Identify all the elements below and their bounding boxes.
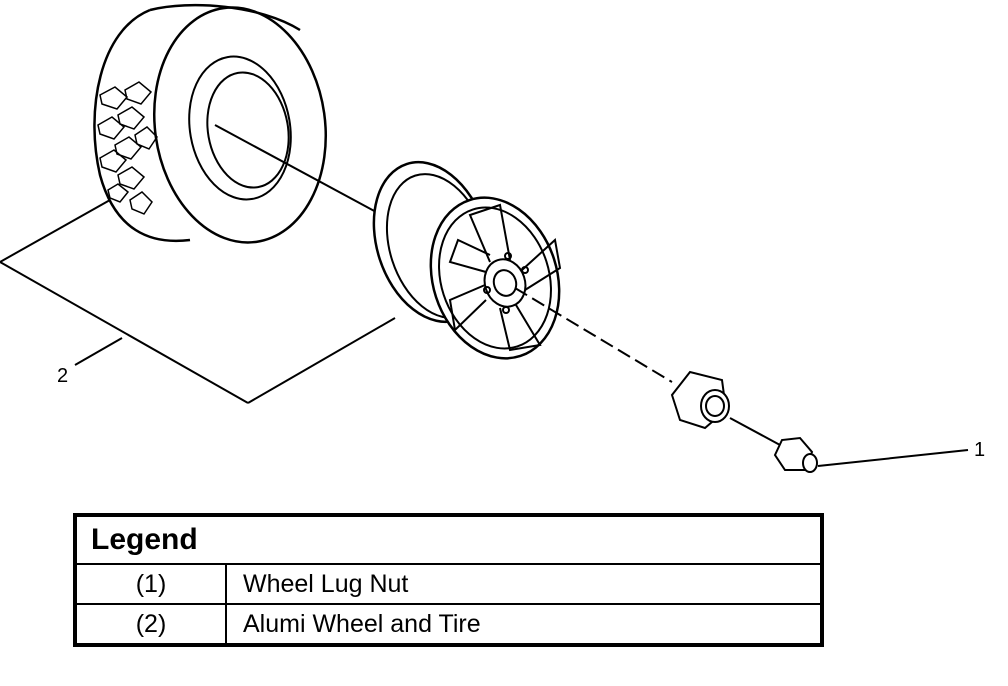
tire — [93, 3, 328, 244]
axis-line — [214, 124, 379, 214]
legend-header-row: Legend — [74, 514, 823, 565]
center-cap — [670, 370, 730, 430]
legend-row-number: (1) — [74, 563, 227, 605]
legend-title: Legend — [74, 514, 823, 565]
legend-row-description: Wheel Lug Nut — [225, 563, 823, 605]
legend-row-description: Alumi Wheel and Tire — [225, 603, 823, 646]
wheel-assembly-illustration — [0, 3, 969, 473]
legend-row: (2) Alumi Wheel and Tire — [74, 603, 823, 646]
legend-row: (1) Wheel Lug Nut — [74, 563, 823, 605]
callout-label-2: 2 — [57, 365, 69, 387]
callout-2-leader — [0, 199, 396, 404]
callout-label-1: 1 — [974, 439, 986, 461]
callout-1-leader — [817, 449, 969, 467]
wheel-rim — [372, 160, 562, 360]
lug-nut — [773, 436, 818, 473]
legend-row-number: (2) — [74, 603, 227, 646]
legend-table: Legend (1) Wheel Lug Nut (2) Alumi Wheel… — [73, 513, 824, 647]
